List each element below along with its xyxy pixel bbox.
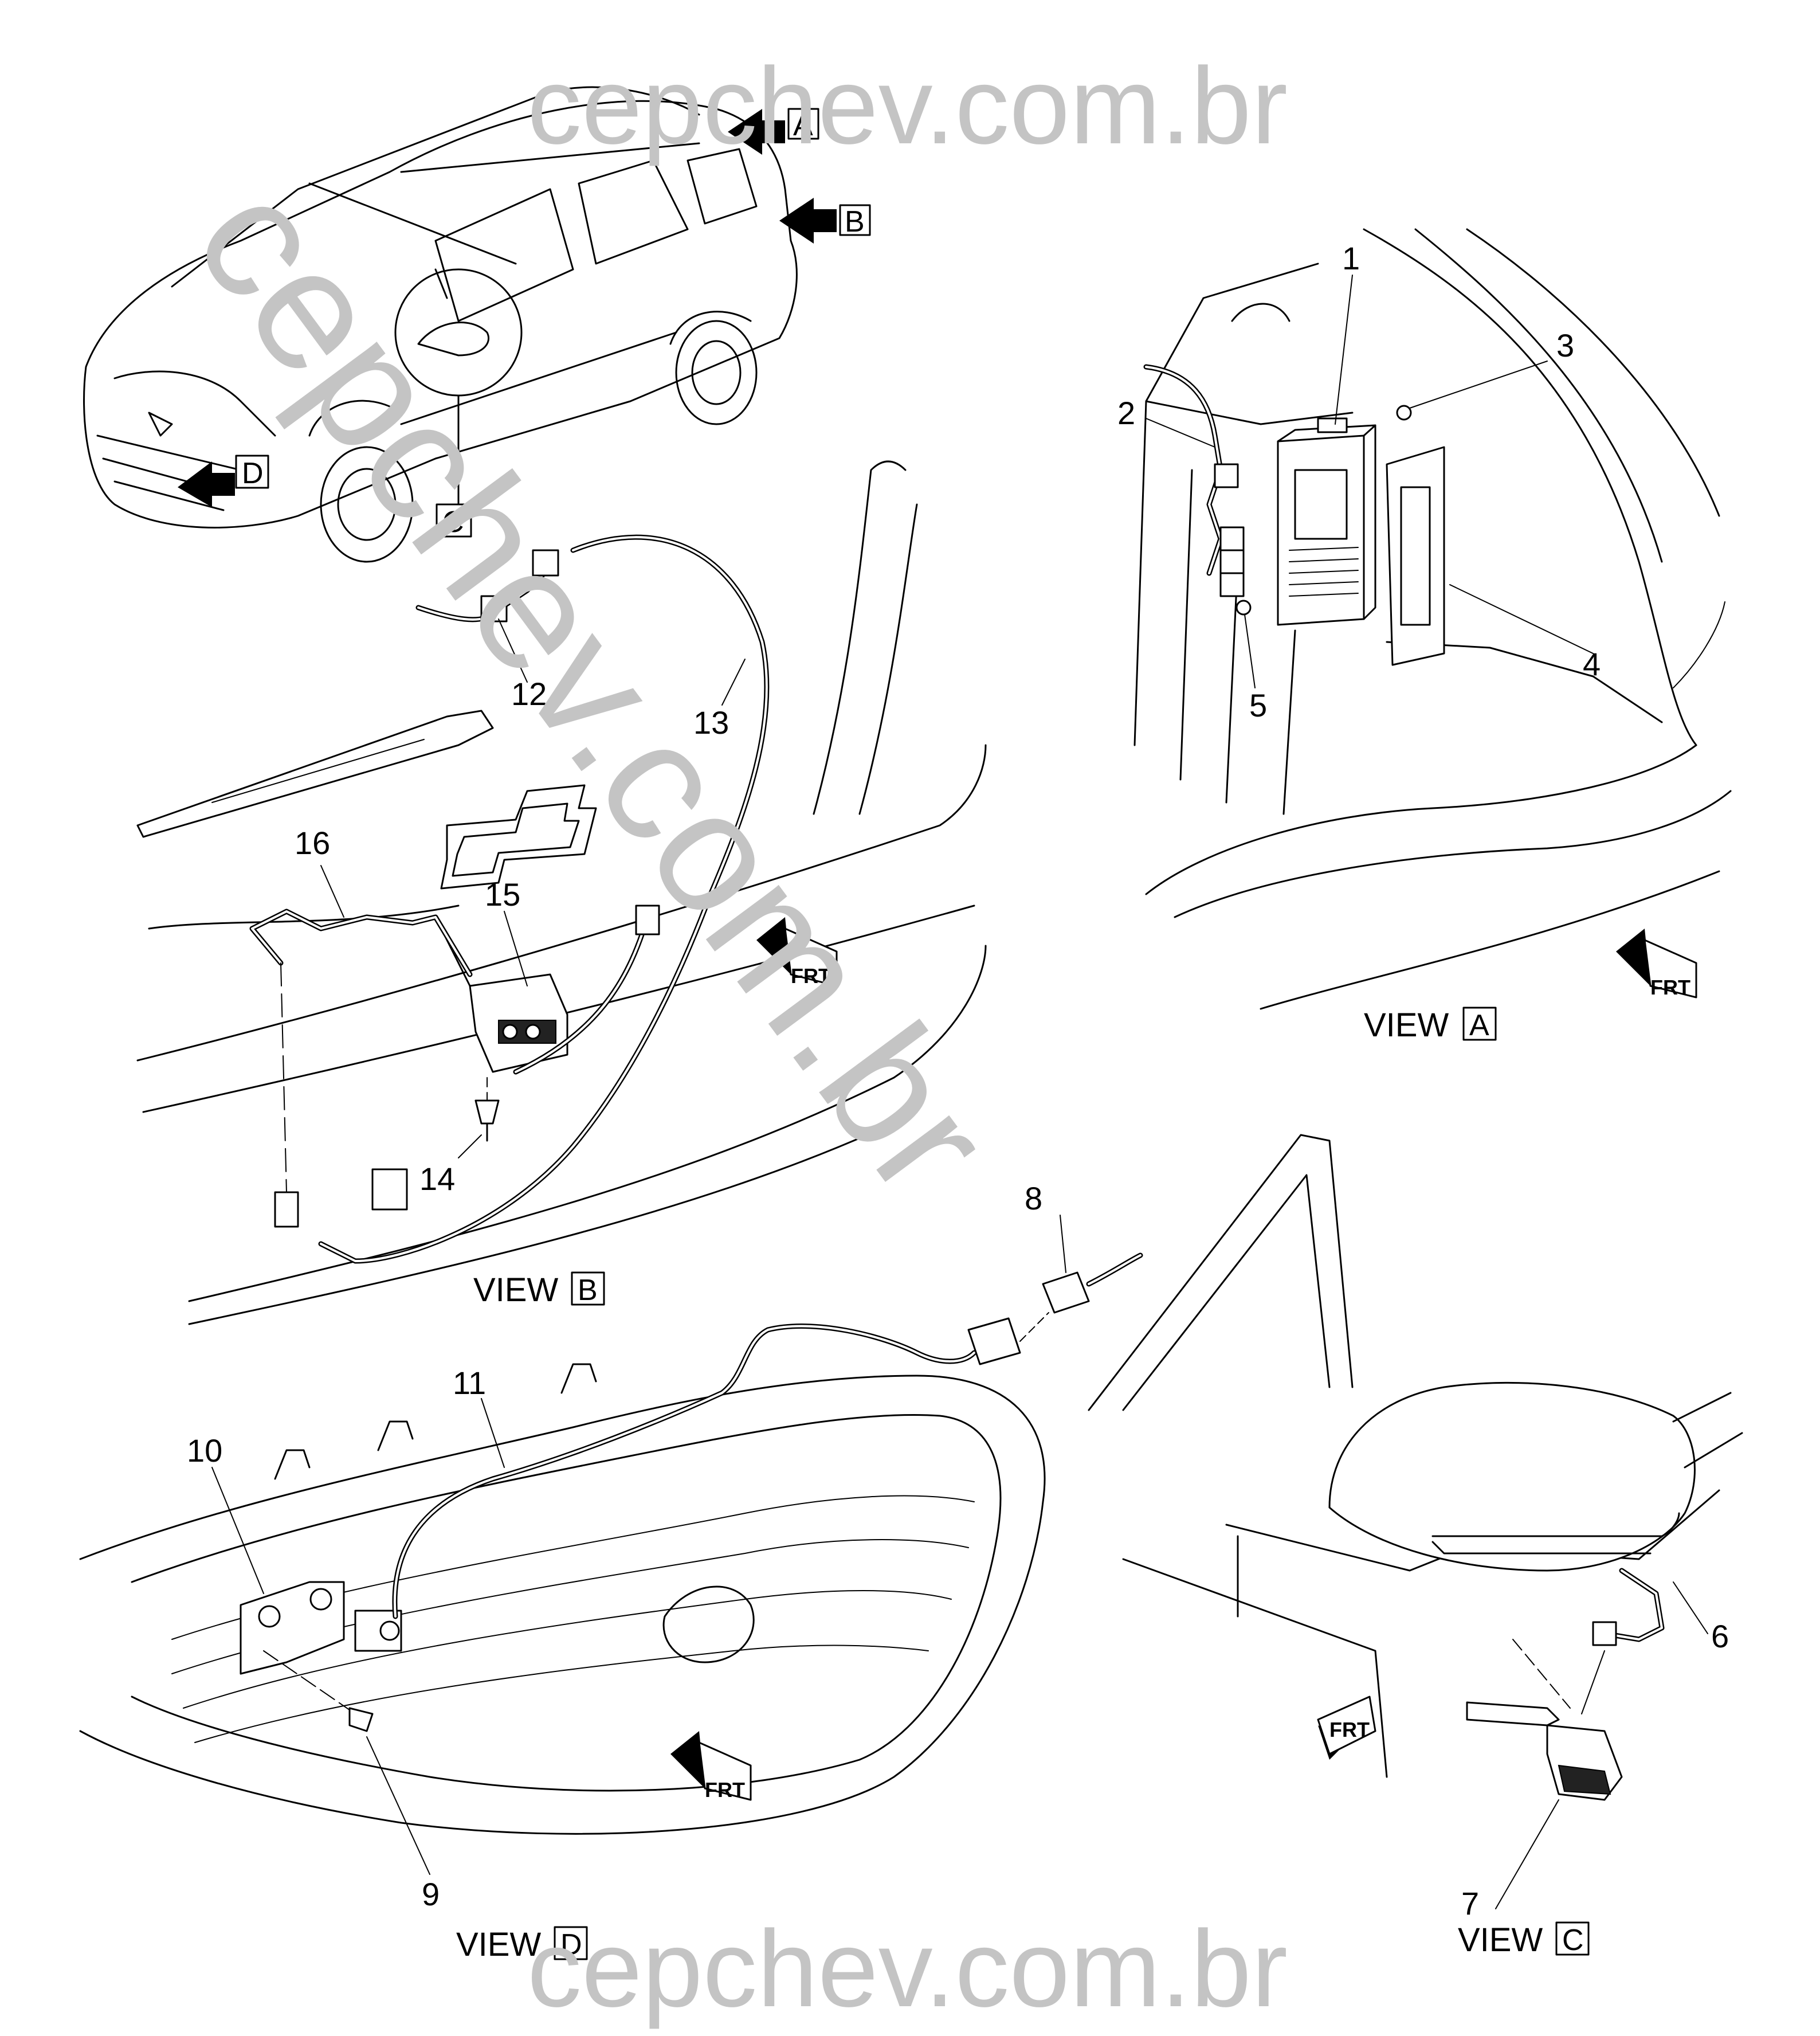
callout-11: 11 — [453, 1365, 486, 1401]
svg-text:VIEW: VIEW — [473, 1271, 558, 1309]
wiper-arm — [136, 710, 494, 838]
vehicle-overview: C A B D — [83, 86, 871, 563]
callout-3: 3 — [1556, 327, 1574, 363]
view-ref-label-b: B — [845, 205, 865, 238]
view-pointer-arrow-icon: A — [728, 108, 819, 155]
svg-text:VIEW: VIEW — [1364, 1007, 1449, 1044]
callout-16: 16 — [295, 825, 330, 861]
view-pointer-arrow-icon: B — [779, 198, 871, 244]
callout-8: 8 — [1025, 1180, 1042, 1216]
watermark-diagonal: cepchev.com.br — [159, 148, 1029, 1228]
frt-arrow-icon: FRT — [1616, 929, 1697, 999]
callout-13: 13 — [693, 704, 729, 741]
svg-text:B: B — [578, 1274, 598, 1307]
callout-6: 6 — [1711, 1618, 1729, 1654]
callout-9: 9 — [422, 1876, 440, 1912]
callout-15: 15 — [485, 876, 520, 913]
view-b-diagram: 12 13 16 15 14 FRT VIEW B — [136, 460, 987, 1325]
callout-2: 2 — [1117, 395, 1135, 431]
bolt-9 — [348, 1707, 374, 1732]
bolt-14 — [474, 1099, 500, 1125]
frt-label: FRT — [705, 1778, 745, 1802]
view-a-title: VIEW A — [1364, 1007, 1497, 1044]
view-ref-label-d: D — [242, 457, 264, 490]
frt-label: FRT — [1329, 1718, 1370, 1741]
svg-text:D: D — [560, 1928, 582, 1961]
connector-8 — [967, 1317, 1021, 1365]
svg-text:A: A — [1469, 1009, 1489, 1042]
frt-label: FRT — [791, 964, 831, 988]
bracket-4 — [1386, 446, 1445, 666]
callout-1: 1 — [1342, 240, 1360, 276]
svg-text:C: C — [1562, 1924, 1584, 1957]
view-ref-box-c — [436, 503, 472, 538]
view-b-title: VIEW B — [473, 1271, 605, 1309]
frt-label: FRT — [1650, 976, 1690, 999]
callout-5: 5 — [1249, 687, 1267, 723]
svg-text:VIEW: VIEW — [456, 1926, 541, 1963]
view-pointer-arrow-icon: D — [178, 455, 269, 507]
callout-10: 10 — [187, 1432, 222, 1469]
view-c-title: VIEW C — [1458, 1921, 1590, 1959]
callout-4: 4 — [1583, 646, 1601, 682]
callout-12: 12 — [511, 676, 547, 712]
view-a-diagram: 1 2 3 4 5 FRT VIEW A — [1117, 228, 1732, 1044]
view-c-diagram: 6 7 FRT VIEW C — [1088, 1134, 1743, 1959]
svg-text:VIEW: VIEW — [1458, 1921, 1543, 1959]
bowtie-emblem — [440, 784, 597, 890]
view-ref-label-a: A — [793, 109, 813, 142]
callout-7: 7 — [1461, 1885, 1479, 1921]
frt-arrow-icon: FRT — [1317, 1696, 1376, 1760]
view-ref-label-c: C — [442, 506, 464, 539]
frt-arrow-icon: FRT — [756, 917, 838, 988]
view-d-diagram: 8 11 10 9 FRT VIEW D — [79, 1180, 1143, 1963]
view-d-title: VIEW D — [456, 1926, 588, 1963]
frt-arrow-icon: FRT — [670, 1731, 752, 1802]
outside-mirror — [1328, 1381, 1696, 1572]
watermark-bottom: cepchev.com.br — [527, 1908, 1288, 2030]
callout-14: 14 — [419, 1161, 455, 1197]
watermark-top: cepchev.com.br — [527, 45, 1288, 167]
